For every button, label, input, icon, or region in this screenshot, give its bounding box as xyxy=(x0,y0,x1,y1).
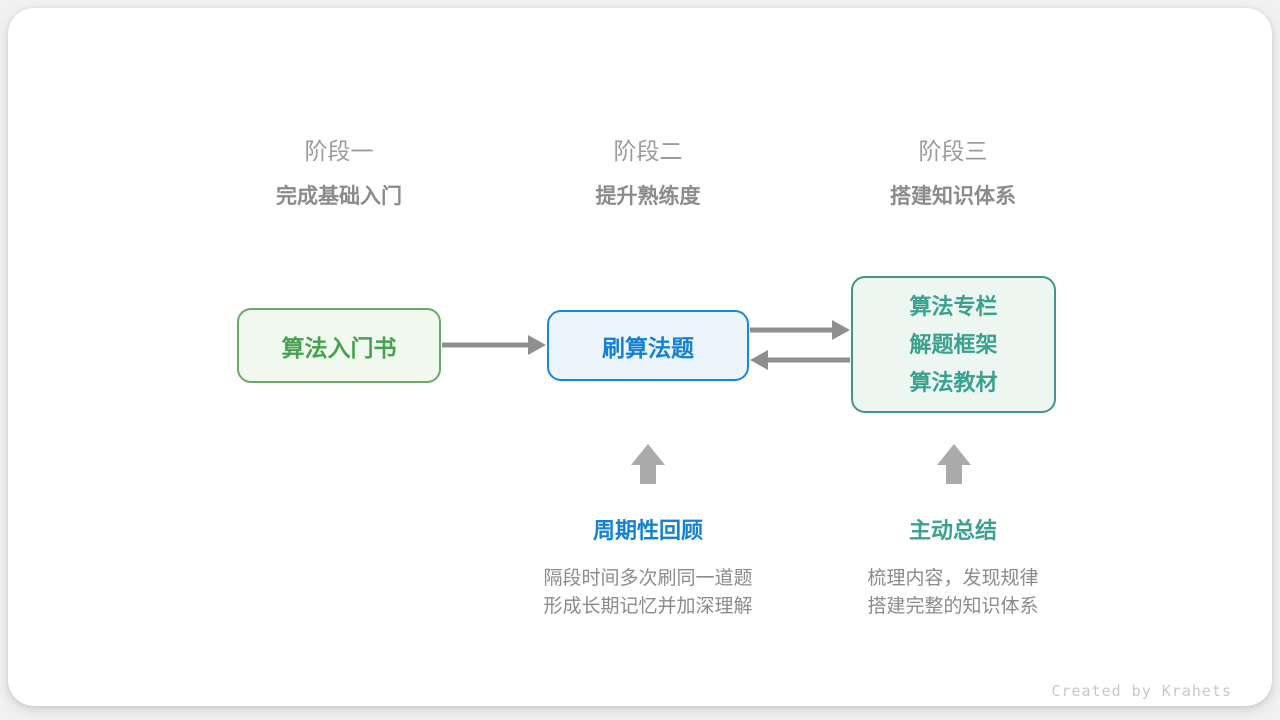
diagram-card: 阶段一 完成基础入门 阶段二 提升熟练度 阶段三 搭建知识体系 算法入门书 刷算… xyxy=(8,8,1272,706)
annotation-active-summary: 主动总结 梳理内容，发现规律 搭建完整的知识体系 xyxy=(793,516,1113,621)
node-algorithm-intro-book-label: 算法入门书 xyxy=(281,334,397,361)
node-knowledge-resources-line-2: 解题框架 xyxy=(909,331,998,357)
stage-2-label: 阶段二 xyxy=(613,138,683,164)
annotation-active-summary-title: 主动总结 xyxy=(908,518,997,543)
node-practice-problems: 刷算法题 xyxy=(547,310,749,381)
stage-3-header: 阶段三 搭建知识体系 xyxy=(793,136,1113,211)
up-arrow-active-summary-icon xyxy=(937,444,971,484)
annotation-periodic-review-desc-line-1: 隔段时间多次刷同一道题 xyxy=(543,568,753,589)
credit-text: Created by Krahets xyxy=(1051,682,1232,700)
annotation-active-summary-desc: 梳理内容，发现规律 搭建完整的知识体系 xyxy=(793,565,1113,621)
annotation-active-summary-desc-line-1: 梳理内容，发现规律 xyxy=(867,568,1039,589)
stage-1-header: 阶段一 完成基础入门 xyxy=(179,136,499,211)
node-practice-problems-label: 刷算法题 xyxy=(602,334,694,361)
annotation-periodic-review: 周期性回顾 隔段时间多次刷同一道题 形成长期记忆并加深理解 xyxy=(488,516,808,621)
annotation-active-summary-desc-line-2: 搭建完整的知识体系 xyxy=(867,596,1039,617)
node-knowledge-resources-line-1: 算法专栏 xyxy=(909,293,998,319)
node-algorithm-intro-book: 算法入门书 xyxy=(237,308,441,383)
arrow-practice-to-resources-icon xyxy=(750,320,850,340)
up-arrow-periodic-review-icon xyxy=(631,444,665,484)
stage-2-header: 阶段二 提升熟练度 xyxy=(488,136,808,211)
stage-3-subtitle: 搭建知识体系 xyxy=(890,185,1016,208)
arrow-resources-to-practice-icon xyxy=(750,350,850,370)
annotation-periodic-review-title: 周期性回顾 xyxy=(592,518,703,543)
stage-1-label: 阶段一 xyxy=(304,138,374,164)
node-knowledge-resources: 算法专栏 解题框架 算法教材 xyxy=(851,276,1056,413)
annotation-periodic-review-desc-line-2: 形成长期记忆并加深理解 xyxy=(543,596,753,617)
stage-2-subtitle: 提升熟练度 xyxy=(595,185,701,208)
stage-1-subtitle: 完成基础入门 xyxy=(276,185,402,208)
arrow-intro-to-practice-icon xyxy=(442,335,546,355)
stage-3-label: 阶段三 xyxy=(918,138,988,164)
annotation-periodic-review-desc: 隔段时间多次刷同一道题 形成长期记忆并加深理解 xyxy=(488,565,808,621)
node-knowledge-resources-line-3: 算法教材 xyxy=(909,369,998,395)
